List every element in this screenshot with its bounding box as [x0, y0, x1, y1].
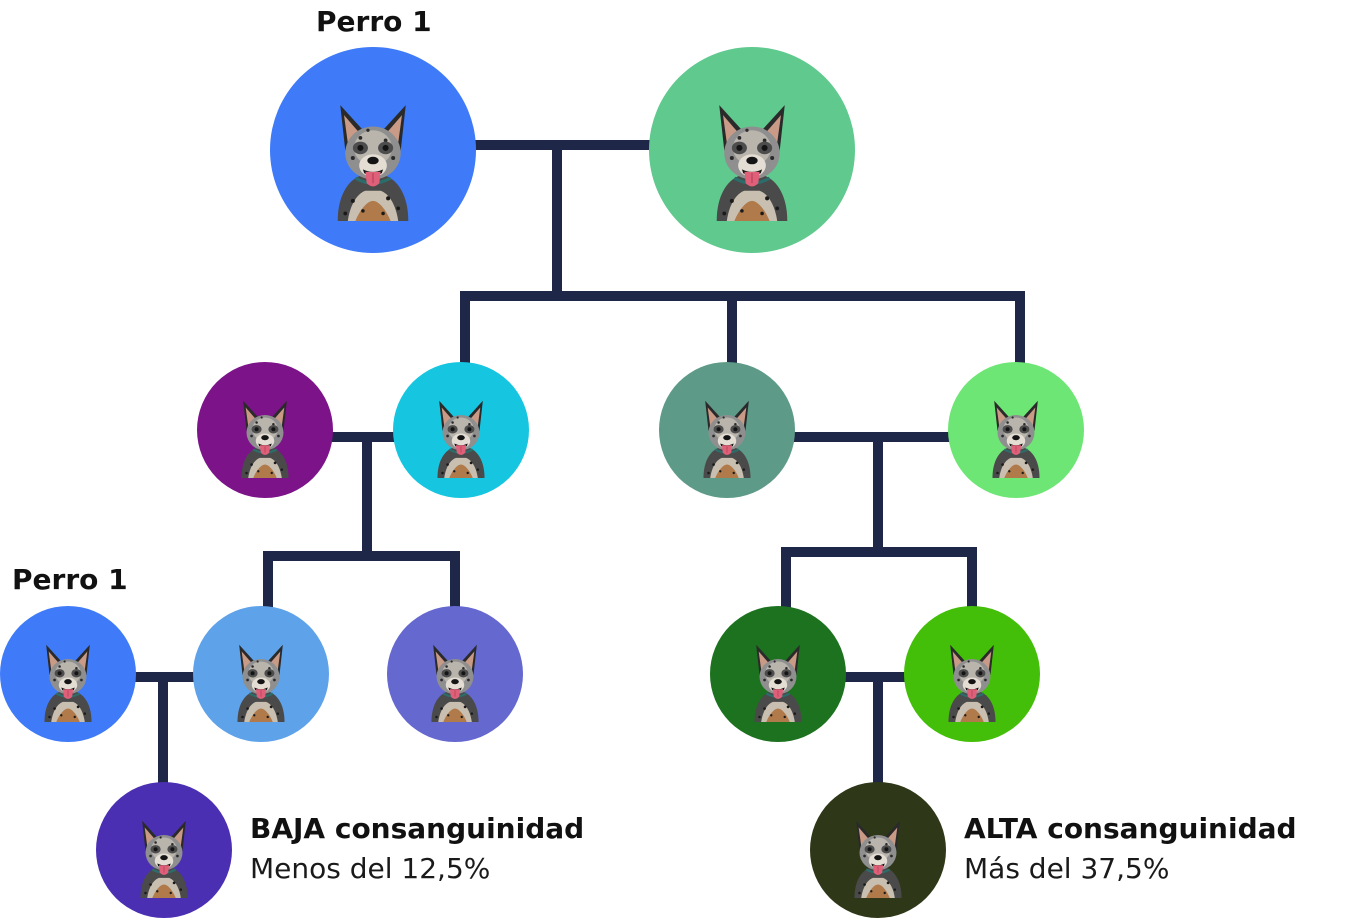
node-offspring-high: [810, 782, 946, 918]
high-inbreeding-title: ALTA consanguinidad: [964, 812, 1297, 845]
node-dog1-top: [270, 47, 476, 253]
node-gen3-darkgreen: [710, 606, 846, 742]
low-inbreeding-title: BAJA consanguinidad: [250, 812, 585, 845]
connector-high-pair: [843, 672, 910, 789]
node-gen2-teal: [659, 362, 795, 498]
bottom-dog-label: Perro 1: [12, 563, 128, 596]
high-inbreeding-subtitle: Más del 37,5%: [964, 852, 1170, 885]
node-gen3-lime: [904, 606, 1040, 742]
connector-right-couple: [781, 432, 977, 610]
node-gen3-periwinkle: [387, 606, 523, 742]
node-offspring-low: [96, 782, 232, 918]
low-inbreeding-subtitle: Menos del 12,5%: [250, 852, 491, 885]
connector-left-couple: [263, 432, 460, 610]
connector-low-pair: [132, 672, 198, 789]
top-dog-label: Perro 1: [316, 5, 432, 38]
node-gen3-lightblue: [193, 606, 329, 742]
node-dog1-bottom: [0, 606, 136, 742]
node-gen2-cyan: [393, 362, 529, 498]
node-gen2-purple: [197, 362, 333, 498]
connector-lines: [132, 140, 1025, 789]
connector-gen1: [460, 140, 1025, 367]
node-partner-top: [649, 47, 855, 253]
node-gen2-lightgreen: [948, 362, 1084, 498]
